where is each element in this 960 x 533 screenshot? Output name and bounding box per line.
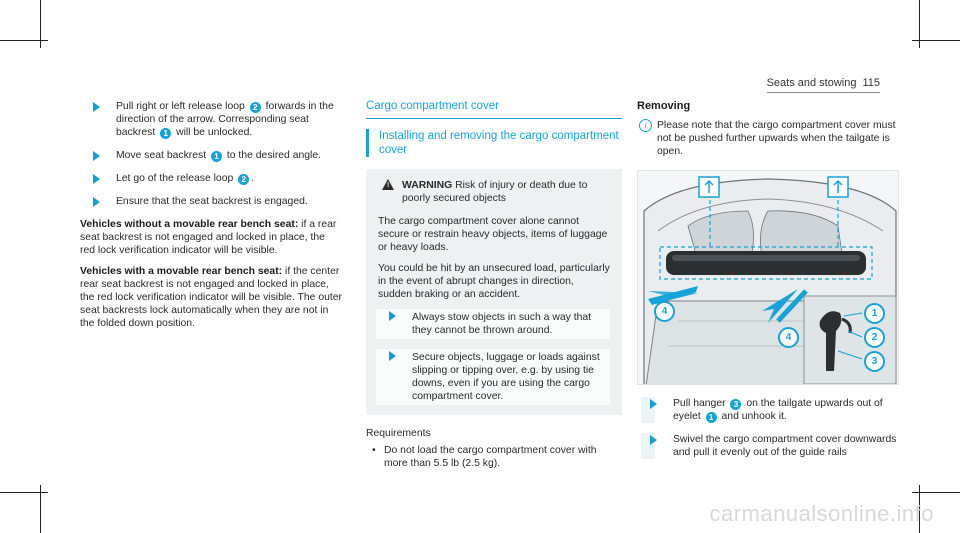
requirements-label: Requirements bbox=[366, 428, 431, 439]
removing-title: Removing bbox=[637, 100, 691, 112]
note: i Please note that the cargo compartment… bbox=[637, 119, 899, 158]
instruction-step: Pull hanger 3 on the tailgate upwards ou… bbox=[637, 397, 899, 423]
crop-mark bbox=[919, 485, 920, 533]
crop-mark bbox=[0, 492, 48, 493]
warning-step: Secure objects, luggage or loads against… bbox=[376, 349, 610, 405]
info-icon: i bbox=[639, 119, 652, 132]
requirement-item: • Do not load the cargo compartment cove… bbox=[372, 445, 597, 469]
crop-mark bbox=[0, 40, 48, 41]
info-paragraph: Vehicles with a movable rear bench seat:… bbox=[80, 266, 343, 329]
crop-mark bbox=[919, 0, 920, 48]
page-number: 115 bbox=[862, 77, 880, 89]
figure-callout: 4 bbox=[778, 327, 799, 348]
crop-mark bbox=[912, 40, 960, 41]
warning-text: The cargo compartment cover alone cannot… bbox=[378, 216, 608, 253]
figure-callout: 4 bbox=[654, 301, 675, 322]
page-header: Seats and stowing 115 bbox=[766, 77, 880, 93]
bullet-icon: • bbox=[372, 445, 376, 456]
step-arrow-icon bbox=[650, 435, 657, 445]
watermark: carmanualsonline.info bbox=[709, 501, 934, 526]
cargo-compartment-drawing bbox=[643, 176, 897, 384]
step-arrow-icon bbox=[93, 197, 100, 207]
info-paragraph: Vehicles without a movable rear bench se… bbox=[80, 219, 337, 256]
callout-number: 2 bbox=[238, 174, 250, 185]
header-rule bbox=[766, 92, 880, 93]
figure-callout: 2 bbox=[864, 327, 885, 348]
instruction-step: Move seat backrest 1 to the desired angl… bbox=[80, 149, 342, 162]
step-arrow-icon bbox=[389, 311, 396, 321]
step-arrow-icon bbox=[389, 351, 396, 361]
callout-number: 2 bbox=[249, 102, 261, 113]
step-arrow-icon bbox=[93, 151, 100, 161]
callout-number: 1 bbox=[210, 151, 222, 162]
column-middle: Cargo compartment cover Installing and r… bbox=[366, 100, 622, 470]
warning-box: ! WARNING Risk of injury or death due to… bbox=[366, 169, 622, 415]
warning-header: ! WARNING Risk of injury or death due to… bbox=[378, 179, 610, 205]
instruction-step: Pull right or left release loop 2 forwar… bbox=[80, 100, 342, 139]
instruction-step: Swivel the cargo compartment cover downw… bbox=[637, 433, 899, 459]
crop-mark bbox=[40, 0, 41, 48]
callout-number: 3 bbox=[730, 399, 742, 410]
callout-number: 1 bbox=[705, 412, 717, 423]
warning-label: WARNING bbox=[402, 180, 453, 191]
step-arrow-icon bbox=[93, 174, 100, 184]
warning-step: Always stow objects in such a way that t… bbox=[376, 309, 610, 339]
header-section: Seats and stowing bbox=[766, 77, 857, 89]
instruction-step: Ensure that the seat backrest is engaged… bbox=[80, 195, 342, 208]
instruction-step: Let go of the release loop 2. bbox=[80, 172, 342, 185]
callout-number: 1 bbox=[160, 128, 172, 139]
warning-triangle-icon: ! bbox=[382, 179, 394, 190]
subsection-title: Installing and removing the cargo compar… bbox=[366, 129, 622, 157]
column-left: Pull right or left release loop 2 forwar… bbox=[80, 100, 342, 338]
column-right: Removing i Please note that the cargo co… bbox=[637, 100, 899, 469]
figure-callout: 3 bbox=[864, 351, 885, 372]
warning-text: You could be hit by an unsecured load, p… bbox=[378, 263, 610, 300]
step-arrow-icon bbox=[650, 399, 657, 409]
crop-mark bbox=[40, 485, 41, 533]
figure-callout: 1 bbox=[864, 303, 885, 324]
cargo-cover-illustration: 1 2 3 4 4 bbox=[637, 170, 899, 385]
section-title: Cargo compartment cover bbox=[366, 100, 622, 119]
step-arrow-icon bbox=[93, 102, 100, 112]
crop-mark bbox=[912, 492, 960, 493]
